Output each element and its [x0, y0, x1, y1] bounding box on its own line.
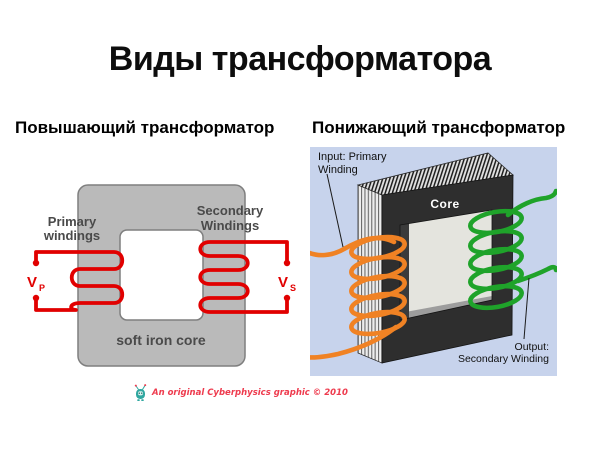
- vp-subscript: P: [39, 283, 45, 293]
- cyberphysics-mascot-icon: [134, 384, 147, 401]
- left-diagram-subtitle: Повышающий трансформатор: [15, 118, 275, 137]
- primary-coil-turn: [349, 309, 407, 337]
- vs-subscript: S: [290, 283, 296, 293]
- core-window: [119, 229, 204, 321]
- primary-windings-label-line1: Primary: [48, 214, 97, 229]
- core-inner-face: [400, 210, 492, 320]
- soft-iron-core-label: soft iron core: [116, 332, 206, 348]
- credit-line: An original Cyberphysics graphic © 2010: [133, 383, 348, 402]
- step-down-transformer-diagram: Core: [310, 147, 557, 376]
- vp-bottom-terminal-dot: [32, 294, 40, 302]
- primary-coil-bottom-tail: [310, 324, 399, 360]
- primary-coil-orange: [310, 234, 407, 360]
- step-down-transformer-svg: Core: [310, 147, 557, 376]
- secondary-coil-top-tail: [505, 188, 557, 218]
- step-up-transformer-diagram: Primary windings Secondary Windings soft…: [10, 175, 300, 405]
- secondary-coil-bottom-tail: [515, 264, 557, 284]
- secondary-coil: [198, 240, 289, 314]
- vs-top-terminal-dot: [283, 259, 291, 267]
- core-label: Core: [430, 197, 459, 211]
- terminals: V P V S: [27, 259, 296, 302]
- slide-title: Виды трансформатора: [108, 40, 492, 78]
- secondary-windings-label-line1: Secondary: [197, 203, 264, 218]
- input-primary-winding-label: Input: Primary Winding: [318, 151, 387, 176]
- step-up-transformer-svg: Primary windings Secondary Windings soft…: [27, 184, 296, 367]
- vs-label: V: [278, 274, 288, 291]
- vp-top-terminal-dot: [32, 259, 40, 267]
- vp-label: V: [27, 274, 37, 291]
- secondary-windings-label-line2: Windings: [201, 218, 259, 233]
- primary-windings-label-line2: windings: [43, 228, 100, 243]
- primary-coil: [34, 250, 125, 312]
- secondary-coil-green: [468, 188, 557, 311]
- red-wiring: [34, 240, 289, 314]
- right-diagram-subtitle: Понижающий трансформатор: [312, 118, 566, 137]
- input-label-leader-line: [326, 173, 344, 248]
- secondary-coil-turn: [468, 283, 524, 311]
- vs-bottom-terminal-dot: [283, 294, 291, 302]
- output-label-leader-line: [523, 277, 530, 340]
- credit-text: An original Cyberphysics graphic © 2010: [152, 387, 348, 398]
- output-secondary-winding-label: Output: Secondary Winding: [457, 341, 549, 366]
